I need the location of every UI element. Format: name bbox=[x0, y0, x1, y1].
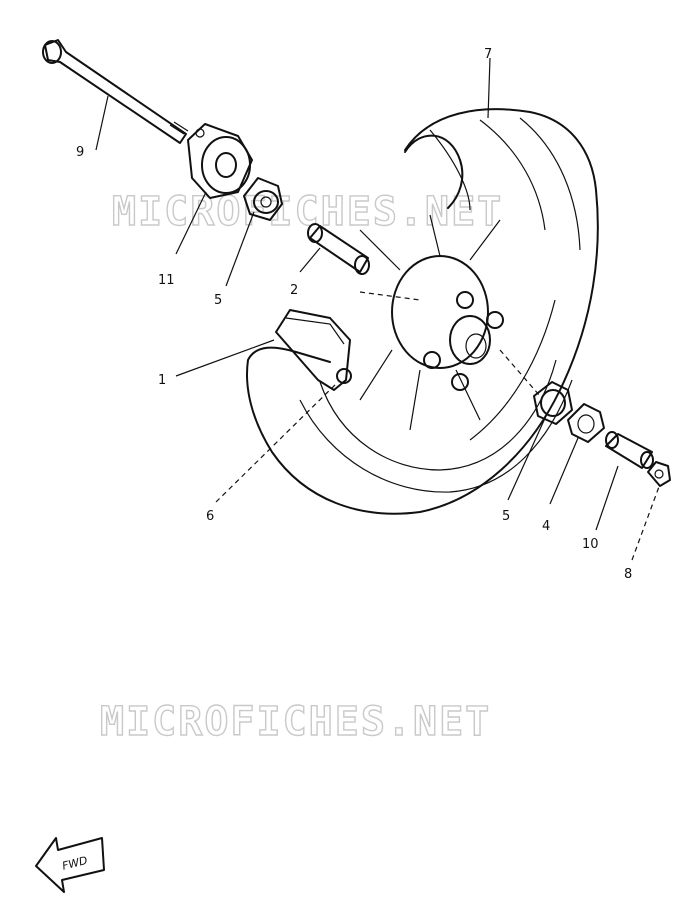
watermark-bottom: MICROFICHES.NET bbox=[100, 699, 491, 745]
stopper bbox=[336, 368, 352, 384]
callout-5-left: 5 bbox=[214, 293, 222, 308]
callout-11: 11 bbox=[158, 273, 175, 288]
axle bbox=[42, 39, 189, 144]
callout-8: 8 bbox=[624, 567, 632, 582]
callout-2: 2 bbox=[290, 283, 298, 298]
tire-wheel bbox=[246, 108, 599, 515]
bearing-right bbox=[533, 381, 573, 425]
callout-7: 7 bbox=[484, 47, 492, 62]
hub-collar bbox=[187, 123, 253, 199]
oil-seal bbox=[567, 403, 605, 443]
spacer bbox=[307, 223, 370, 275]
leader-lines bbox=[95, 57, 661, 561]
nut bbox=[647, 461, 671, 487]
fwd-arrow-icon: FWD bbox=[35, 837, 105, 893]
callout-10: 10 bbox=[582, 537, 599, 552]
watermark-top: MICROFICHES.NET bbox=[112, 189, 503, 235]
callout-6: 6 bbox=[206, 509, 214, 524]
callout-1: 1 bbox=[158, 373, 166, 388]
bearing-left bbox=[243, 177, 283, 221]
cover bbox=[275, 309, 351, 391]
callout-9: 9 bbox=[76, 145, 84, 160]
fwd-label: FWD bbox=[61, 854, 89, 873]
collar bbox=[605, 431, 654, 469]
callout-4: 4 bbox=[542, 519, 550, 534]
callout-5-right: 5 bbox=[502, 509, 510, 524]
